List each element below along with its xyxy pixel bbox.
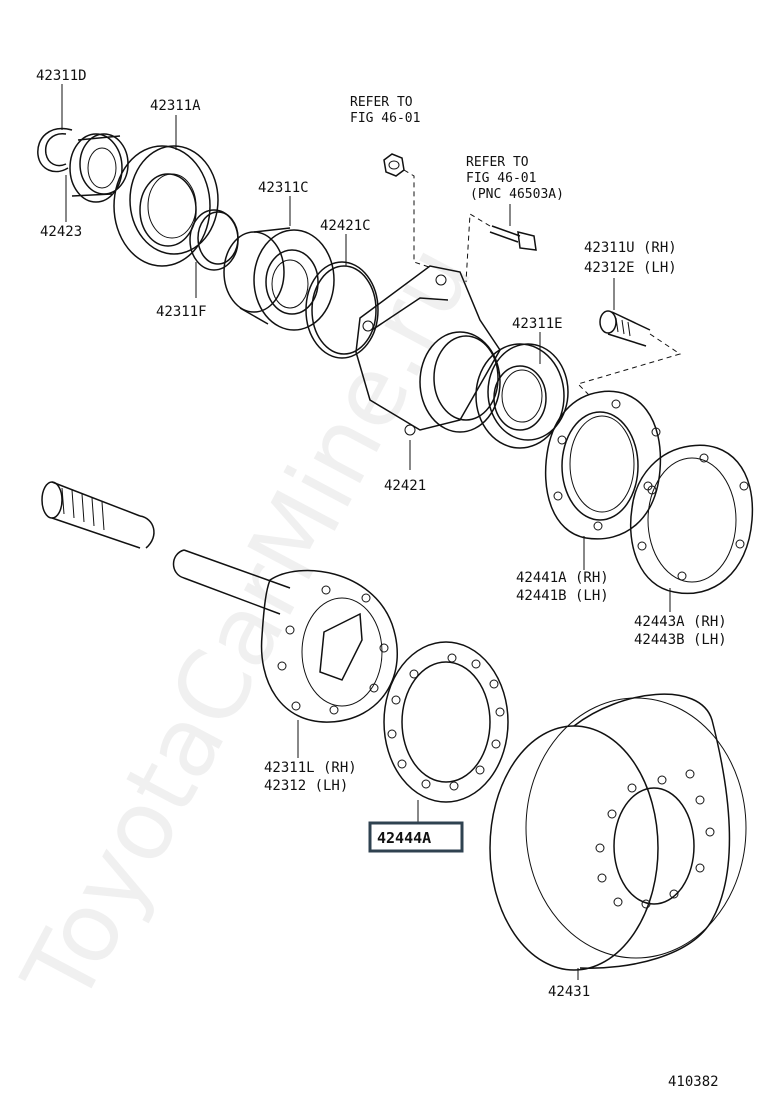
label-42441A: 42441A (RH) xyxy=(516,570,609,586)
label-42421: 42421 xyxy=(384,478,426,494)
label-42431: 42431 xyxy=(548,984,590,1000)
plate-42443A[interactable] xyxy=(629,444,754,595)
label-42312E: 42312E (LH) xyxy=(584,260,677,276)
label-42421C: 42421C xyxy=(320,218,371,234)
axle-shaft-42311L[interactable] xyxy=(41,481,398,723)
nut-dash-line xyxy=(403,169,433,269)
label-42423: 42423 xyxy=(40,224,82,240)
label-42311E: 42311E xyxy=(512,316,563,332)
label-42311L: 42311L (RH) xyxy=(264,760,357,776)
highlight-box-42444A[interactable] xyxy=(368,821,464,853)
gasket-42441A[interactable] xyxy=(544,390,662,540)
nut[interactable] xyxy=(383,153,405,177)
refer1-line1: REFER TO xyxy=(350,95,413,110)
bearing-42423[interactable] xyxy=(69,133,129,203)
gasket-42444A[interactable] xyxy=(383,641,509,803)
label-42311U: 42311U (RH) xyxy=(584,240,677,256)
oil-seal-42311E[interactable] xyxy=(475,343,569,449)
refer2-line1: REFER TO xyxy=(466,155,529,170)
label-42311A: 42311A xyxy=(150,98,201,114)
o-ring-42421C[interactable] xyxy=(305,261,379,359)
refer2-line3: (PNC 46503A) xyxy=(470,187,564,202)
label-42443A: 42443A (RH) xyxy=(634,614,727,630)
label-42444A[interactable]: 42444A xyxy=(377,829,431,847)
refer2-line2: FIG 46-01 xyxy=(466,171,536,186)
label-42311D: 42311D xyxy=(36,68,87,84)
retainer-42311A[interactable] xyxy=(113,145,219,267)
label-42443B: 42443B (LH) xyxy=(634,632,727,648)
oil-seal-42311F[interactable] xyxy=(189,209,239,271)
snap-ring-42311D[interactable] xyxy=(37,127,73,173)
label-42311F: 42311F xyxy=(156,304,207,320)
bearing-42311C[interactable] xyxy=(223,227,335,331)
hub-bolt-dash-line xyxy=(577,333,682,397)
axle-housing-42421[interactable] xyxy=(355,265,501,436)
label-42441B: 42441B (LH) xyxy=(516,588,609,604)
refer1-line2: FIG 46-01 xyxy=(350,111,420,126)
brake-drum-42431[interactable] xyxy=(489,693,747,971)
bolt[interactable] xyxy=(489,225,537,251)
figure-number: 410382 xyxy=(668,1074,719,1090)
watermark: ToyotaCarMine.ru xyxy=(1,228,494,1022)
hub-bolt-42311U[interactable] xyxy=(599,310,651,347)
label-42311C: 42311C xyxy=(258,180,309,196)
label-42312: 42312 (LH) xyxy=(264,778,348,794)
